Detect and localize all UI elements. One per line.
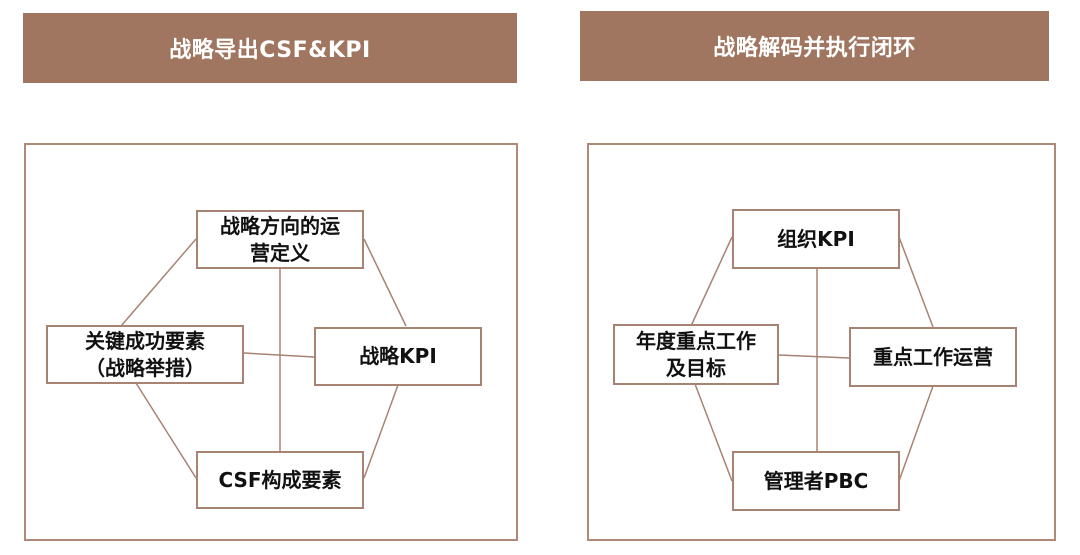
left-panel-header: 战略导出CSF&KPI [23, 13, 517, 83]
connector-left-bottom [694, 383, 733, 482]
connector-top-left [120, 238, 197, 327]
connector-left-bottom [135, 382, 197, 479]
node-line: 关键成功要素 [85, 328, 205, 353]
connector-top-left [690, 236, 733, 327]
node-line: CSF构成要素 [218, 467, 342, 492]
connector-top-right [363, 238, 407, 327]
node-line: 及目标 [666, 355, 726, 380]
right-connectors [690, 236, 934, 482]
node-line: 组织KPI [777, 226, 855, 251]
connector-right-bottom [363, 384, 399, 479]
node-line: 年度重点工作 [636, 328, 756, 353]
node-strategy-kpi: 战略KPI [314, 327, 482, 386]
node-annual-key-work: 年度重点工作及目标 [613, 324, 779, 385]
node-org-kpi: 组织KPI [732, 209, 900, 269]
node-line: 营定义 [250, 240, 310, 265]
left-panel-title: 战略导出CSF&KPI [169, 38, 371, 63]
node-strategy-direction: 战略方向的运营定义 [196, 210, 364, 269]
left-connectors [120, 238, 407, 479]
node-key-work-operation: 重点工作运营 [849, 327, 1017, 387]
connector-horizontal [243, 352, 315, 358]
node-manager-pbc: 管理者PBC [732, 451, 900, 511]
node-line: 重点工作运营 [873, 344, 993, 369]
right-panel-header: 战略解码并执行闭环 [580, 11, 1049, 81]
connector-top-right [898, 236, 934, 328]
connector-horizontal [778, 354, 850, 359]
right-panel-title: 战略解码并执行闭环 [713, 36, 916, 61]
node-line: 战略KPI [359, 344, 437, 368]
node-line: （战略举措） [85, 355, 205, 380]
node-line: 战略方向的运 [220, 213, 340, 238]
node-line: 管理者PBC [763, 468, 869, 493]
right-diagram-panel: 组织KPI 年度重点工作及目标 重点工作运营 管理者PBC [587, 143, 1056, 541]
node-csf-elements: CSF构成要素 [196, 451, 364, 509]
node-key-success-factors: 关键成功要素（战略举措） [46, 325, 244, 384]
left-diagram-panel: 战略方向的运营定义 关键成功要素（战略举措） 战略KPI CSF构成要素 [24, 143, 518, 541]
connector-right-bottom [898, 385, 934, 482]
